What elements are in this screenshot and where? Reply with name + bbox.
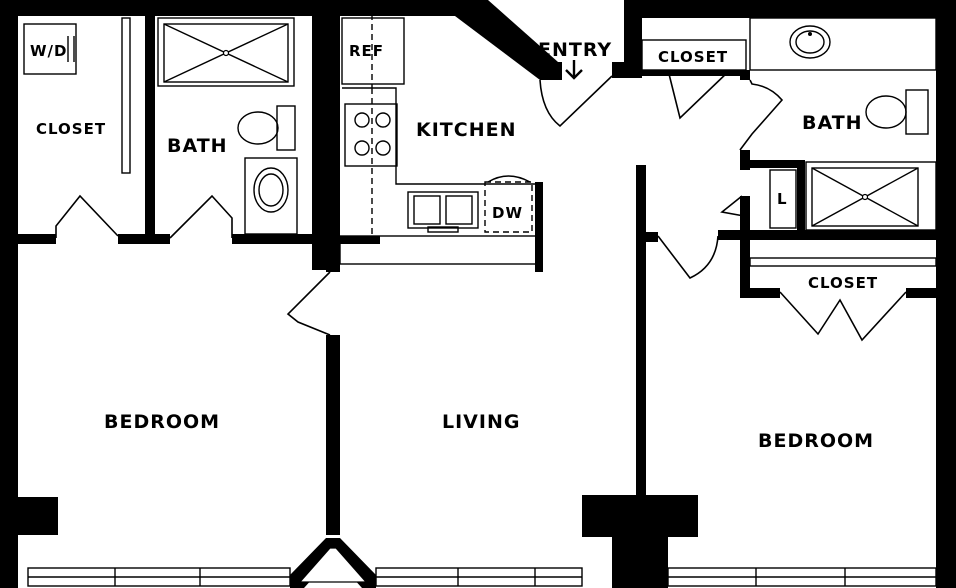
laundry-label: W/D bbox=[30, 42, 67, 60]
closet-entry-label: CLOSET bbox=[658, 48, 728, 66]
kitchen-counter bbox=[339, 87, 541, 265]
doors-left bbox=[55, 194, 331, 336]
stove bbox=[344, 103, 398, 167]
linen-label: L bbox=[777, 190, 788, 208]
sink-left bbox=[244, 157, 298, 235]
entry-label: ENTRY bbox=[538, 39, 612, 61]
interior-walls bbox=[0, 14, 948, 588]
living-label: LIVING bbox=[442, 411, 520, 433]
bedroom-right-label: BEDROOM bbox=[758, 430, 874, 452]
linen-closet bbox=[769, 169, 797, 229]
dishwasher-label: DW bbox=[492, 204, 523, 222]
closet-rod-left bbox=[121, 17, 131, 174]
bedroom-left-label: BEDROOM bbox=[104, 411, 220, 433]
shower-right bbox=[805, 161, 937, 231]
kitchen-label: KITCHEN bbox=[416, 119, 516, 141]
washer-dryer bbox=[23, 23, 77, 75]
doors-right bbox=[657, 79, 907, 342]
bath-left-label: BATH bbox=[167, 135, 228, 157]
closet-rod-right bbox=[749, 257, 937, 267]
toilet-left bbox=[237, 105, 296, 151]
windows bbox=[27, 538, 937, 588]
dishwasher bbox=[484, 175, 533, 233]
closet-right-label: CLOSET bbox=[808, 274, 878, 292]
refrigerator-label: REF bbox=[349, 42, 384, 60]
entry-closet bbox=[641, 39, 747, 120]
sink-right bbox=[749, 17, 937, 71]
closet-left-label: CLOSET bbox=[36, 120, 106, 138]
shower-left bbox=[157, 17, 295, 87]
entry-door bbox=[539, 75, 613, 128]
arrow-down-icon bbox=[565, 60, 583, 80]
kitchen-sink bbox=[407, 191, 479, 233]
refrigerator bbox=[341, 14, 405, 88]
bath-right-label: BATH bbox=[802, 112, 863, 134]
toilet-right bbox=[865, 89, 929, 135]
